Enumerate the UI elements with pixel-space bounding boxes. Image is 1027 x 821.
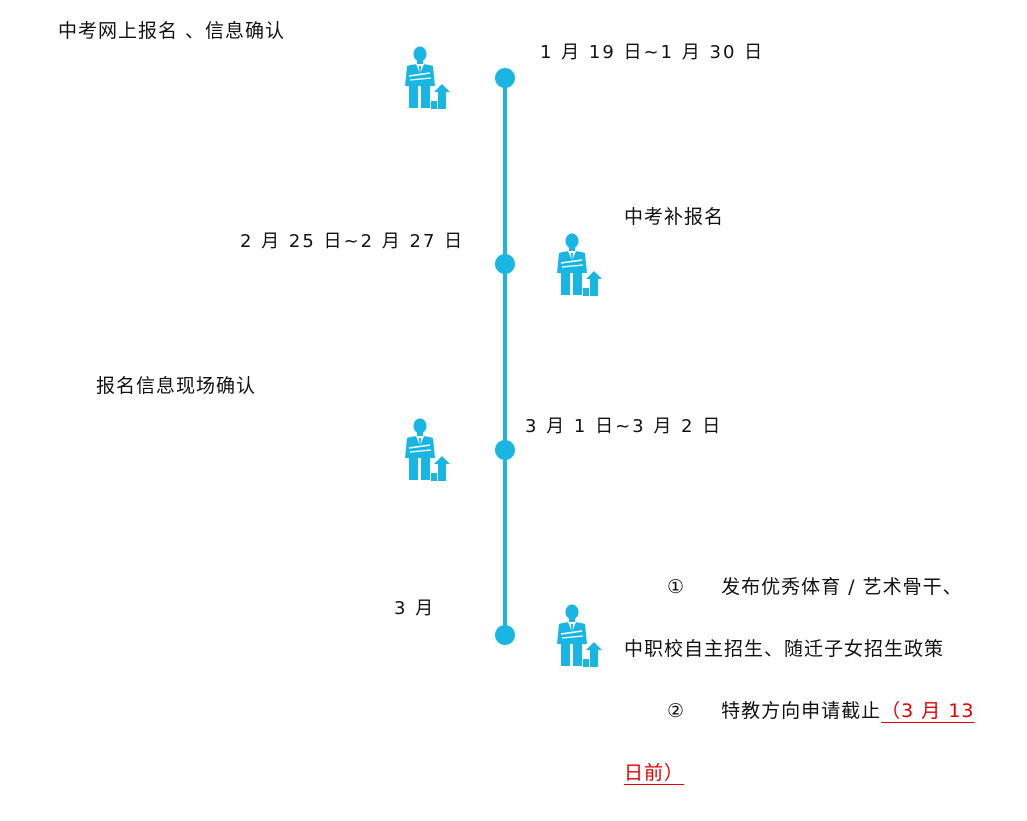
note-2-deadline-line-1: （3 月 13 <box>881 700 975 722</box>
note-1-line-2: 中职校自主招生、随迁子女招生政策 <box>624 638 945 660</box>
note-1-marker: ① <box>667 576 686 598</box>
note-2-text: 特教方向申请截止 <box>721 700 882 722</box>
stage-4-note-1: ① 发布优秀体育 / 艺术骨干、 <box>667 578 963 597</box>
stage-3-date: 3 月 1 日~3 月 2 日 <box>525 416 723 437</box>
stage-1-date: 1 月 19 日~1 月 30 日 <box>540 42 765 63</box>
stage-4-note-2: ② 特教方向申请截止（3 月 13 <box>667 702 975 721</box>
note-1-line-1: 发布优秀体育 / 艺术骨干、 <box>721 576 963 598</box>
stage-1-event: 中考网上报名 、信息确认 <box>58 20 286 42</box>
stage-3-event: 报名信息现场确认 <box>96 375 257 397</box>
businessman-growth-icon <box>556 604 604 668</box>
stage-2-date: 2 月 25 日~2 月 27 日 <box>240 231 465 252</box>
timeline-node-1 <box>495 68 515 88</box>
businessman-growth-icon <box>556 233 604 297</box>
stage-2-event: 中考补报名 <box>624 206 725 228</box>
timeline-node-2 <box>495 254 515 274</box>
note-2-deadline-line-2: 日前） <box>624 762 685 784</box>
timeline-node-4 <box>495 625 515 645</box>
stage-4-date: 3 月 <box>394 598 436 619</box>
timeline-axis <box>503 78 507 635</box>
timeline-node-3 <box>495 440 515 460</box>
businessman-growth-icon <box>404 418 452 482</box>
note-2-marker: ② <box>667 700 686 722</box>
businessman-growth-icon <box>404 46 452 110</box>
